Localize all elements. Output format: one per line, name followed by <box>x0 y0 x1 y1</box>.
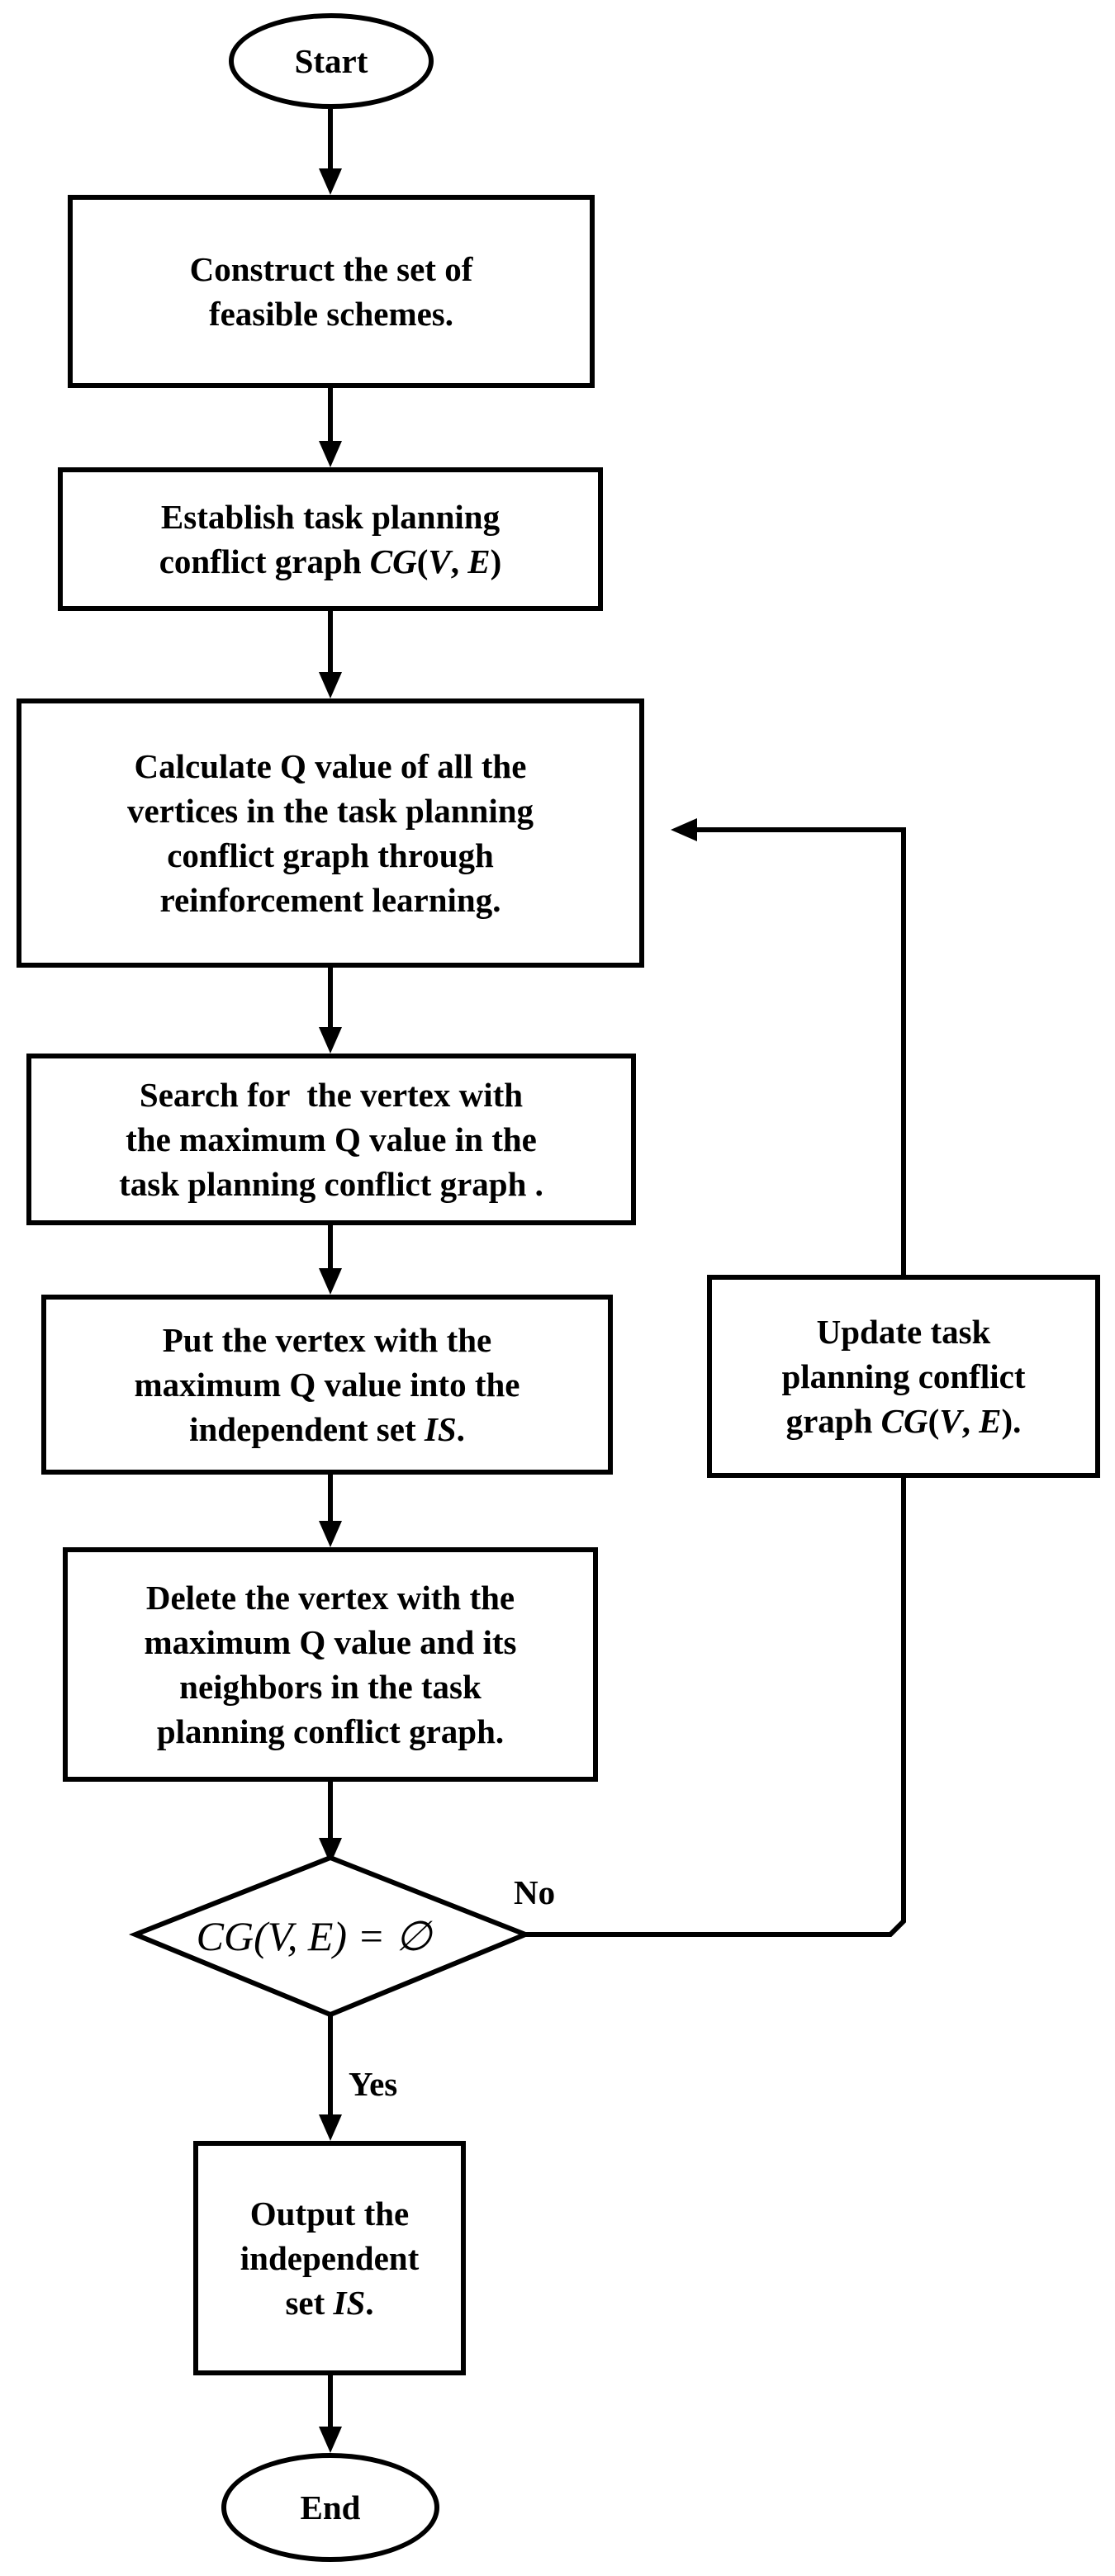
establish-line-1: Establish task planning <box>160 497 501 536</box>
end-node: End <box>221 2453 439 2562</box>
calculate-line-2: vertices in the task planning <box>126 791 534 830</box>
search-line-1: Search for the vertex with <box>139 1075 524 1114</box>
search-process: Search for the vertex with the maximum Q… <box>26 1054 636 1225</box>
decision-condition: CG(V, E) = ∅ <box>196 1913 432 1959</box>
update-line-3: graph CG(V, E). <box>785 1402 1022 1441</box>
arrowhead-put <box>319 1268 342 1295</box>
arrowhead-output <box>319 2114 342 2141</box>
start-node: Start <box>229 13 434 109</box>
put-line-3: independent set IS. <box>189 1410 465 1449</box>
update-line-2: planning conflict <box>781 1357 1026 1395</box>
update-line-1: Update task <box>816 1312 991 1351</box>
search-line-2: the maximum Q value in the <box>126 1120 537 1158</box>
put-line-1: Put the vertex with the <box>162 1320 492 1359</box>
establish-line-2: conflict graph CG(V, E) <box>159 542 502 580</box>
output-process: Output the independent set IS. <box>193 2141 466 2375</box>
delete-process: Delete the vertex with the maximum Q val… <box>63 1547 598 1782</box>
delete-line-2: maximum Q value and its <box>144 1622 517 1661</box>
arrowhead-calculate-loop <box>671 818 697 841</box>
arrowhead-decision <box>319 1838 342 1864</box>
search-line-3: task planning conflict graph . <box>119 1165 543 1204</box>
arrowhead-delete <box>319 1521 342 1547</box>
construct-line-2: feasible schemes. <box>208 295 454 333</box>
calculate-process: Calculate Q value of all the vertices in… <box>17 698 644 968</box>
update-process: Update task planning conflict graph CG(V… <box>707 1275 1100 1478</box>
arrowhead-establish <box>319 441 342 467</box>
delete-line-4: planning conflict graph. <box>156 1712 505 1751</box>
construct-process: Construct the set of feasible schemes. <box>68 195 595 388</box>
output-line-2: independent <box>240 2238 420 2277</box>
construct-line-1: Construct the set of <box>189 249 473 288</box>
put-process: Put the vertex with the maximum Q value … <box>41 1295 613 1475</box>
arrow-decision-no-to-update <box>524 1478 906 1937</box>
edge-label-no: No <box>514 1873 556 1911</box>
edge-label-yes: Yes <box>349 2065 398 2103</box>
delete-line-1: Delete the vertex with the <box>145 1578 515 1617</box>
arrowhead-construct <box>319 168 342 195</box>
delete-line-3: neighbors in the task <box>179 1668 482 1706</box>
end-label: End <box>300 2488 361 2526</box>
decision-diamond <box>128 1854 533 2018</box>
start-label: Start <box>294 41 368 80</box>
calculate-line-3: conflict graph through <box>167 836 494 874</box>
arrowhead-calculate <box>319 672 342 698</box>
arrow-update-to-calculate <box>682 827 906 1275</box>
arrowhead-search <box>319 1027 342 1054</box>
establish-process: Establish task planning conflict graph C… <box>58 467 603 611</box>
arrowhead-end <box>319 2427 342 2453</box>
calculate-line-1: Calculate Q value of all the <box>134 746 527 785</box>
calculate-line-4: reinforcement learning. <box>159 881 501 920</box>
output-line-1: Output the <box>249 2194 410 2233</box>
output-line-3: set IS. <box>285 2284 374 2323</box>
put-line-2: maximum Q value into the <box>134 1365 520 1404</box>
